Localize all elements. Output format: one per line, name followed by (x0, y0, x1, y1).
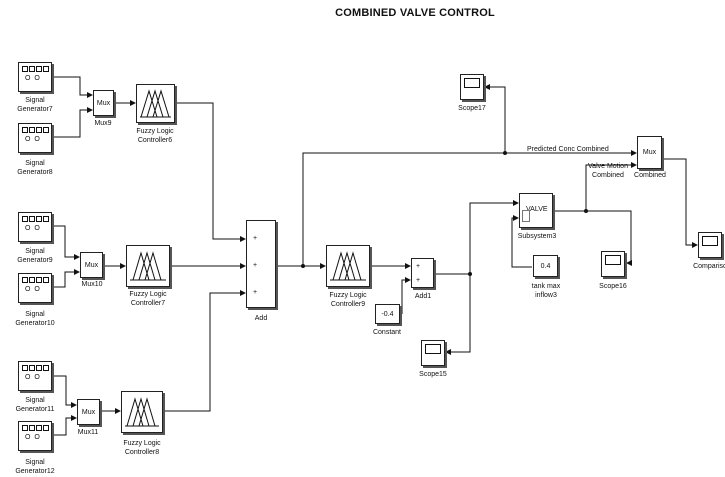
wire-sg11-mux11 (53, 375, 77, 408)
scope17-label: Scope17 (458, 105, 486, 112)
wire-valve-combined (585, 162, 637, 211)
add-label: Add (254, 315, 268, 322)
add1-label: Add1 (414, 293, 432, 300)
predicted-conc-signal-label: Predicted Conc Combined (527, 146, 609, 153)
membership-functions-icon (130, 251, 166, 281)
wire-flc6-add (175, 102, 246, 242)
combined-mux-label: Combined (634, 172, 666, 179)
wire-sg12-mux11 (53, 415, 77, 436)
wire-valve-scope16 (586, 210, 632, 266)
wire-constant-add1 (401, 277, 411, 314)
membership-functions-icon (330, 251, 366, 281)
signal-generator-7[interactable]: O O (18, 62, 52, 92)
mux9-block[interactable]: Mux (93, 90, 114, 116)
signal-generator-10[interactable]: O O (18, 273, 52, 303)
scope-screen-icon (464, 78, 480, 88)
tank-max-inflow-block[interactable]: 0.4 (533, 255, 558, 277)
signal-generator-11[interactable]: O O (18, 361, 52, 391)
signal-generator-12[interactable]: O O (18, 421, 52, 451)
scope-screen-icon (425, 344, 441, 354)
valve-subsystem-label: Subsystem3 (517, 233, 557, 240)
scope17-block[interactable] (460, 74, 484, 100)
wire-combined-comparison (662, 158, 698, 248)
mux11-label: Mux11 (77, 429, 99, 436)
comparison-scope-block[interactable] (698, 232, 722, 258)
wire-sg9-mux10 (53, 225, 80, 260)
membership-functions-icon (140, 89, 171, 118)
fuzzy-controller-9[interactable] (326, 245, 370, 287)
scope15-block[interactable] (421, 340, 445, 366)
wire-scope17 (484, 84, 506, 153)
wire-add1-scope15 (445, 274, 471, 355)
mux10-block[interactable]: Mux (80, 252, 103, 278)
diagram-title: COMBINED VALVE CONTROL (335, 7, 495, 19)
combined-mux-block[interactable]: Mux (637, 136, 662, 169)
scope-screen-icon (605, 255, 621, 265)
wire-sg8-mux9 (53, 107, 93, 138)
scope-screen-icon (702, 236, 718, 246)
scope16-block[interactable] (601, 251, 625, 277)
wire-add1-subsystem (434, 200, 519, 275)
mux10-label: Mux10 (81, 281, 103, 288)
membership-functions-icon (125, 397, 159, 427)
fuzzy-controller-8[interactable] (121, 391, 163, 433)
constant-label: Constant (372, 329, 402, 336)
add-block[interactable]: + + + (246, 220, 276, 308)
wire-tankmax-subsystem (511, 215, 532, 268)
scope15-label: Scope15 (419, 371, 447, 378)
mux11-block[interactable]: Mux (77, 399, 100, 425)
comparison-scope-label: Compariso (693, 263, 725, 270)
constant-block[interactable]: -0.4 (375, 304, 400, 324)
signal-generator-9[interactable]: O O (18, 212, 52, 242)
valve-subsystem-block[interactable]: VALVE (519, 193, 553, 228)
fuzzy-controller-6[interactable] (136, 84, 175, 123)
add1-block[interactable]: + + (411, 258, 434, 288)
wire-sg10-mux10 (53, 269, 80, 288)
wire-flc8-add (163, 290, 246, 412)
scope16-label: Scope16 (599, 283, 627, 290)
fuzzy-controller-7[interactable] (126, 245, 170, 287)
wire-predicted-branch (302, 150, 637, 266)
signal-generator-8[interactable]: O O (18, 123, 52, 153)
subsystem-port-icon (522, 210, 530, 222)
mux9-label: Mux9 (94, 120, 112, 127)
wire-sg7-mux9 (53, 76, 93, 98)
